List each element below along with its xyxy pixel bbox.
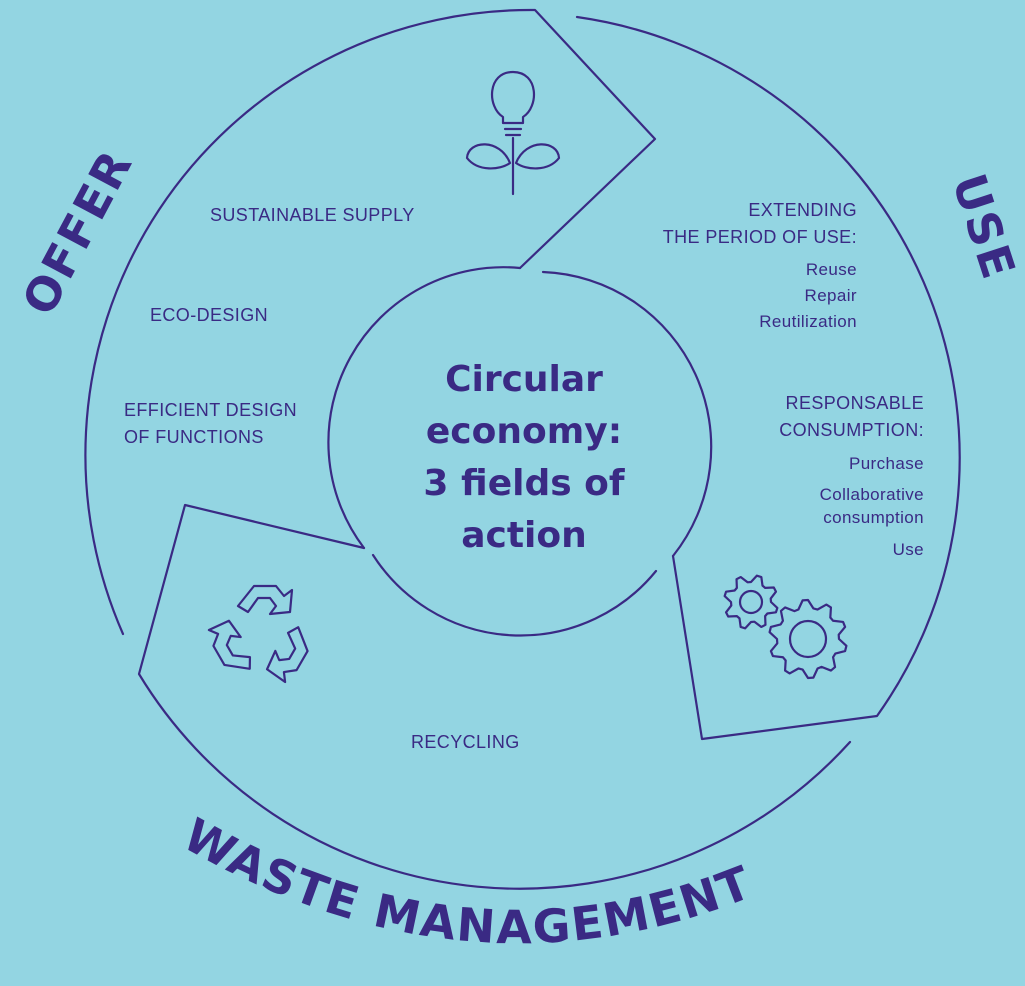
waste-arc (137, 503, 852, 890)
offer-item-of-functions: OF FUNCTIONS (124, 427, 264, 447)
gear-teeth (768, 598, 848, 680)
lightbulb-plant-icon (465, 70, 561, 196)
waste-item-recycling: RECYCLING (411, 732, 520, 752)
heading-line: RESPONSABLE (785, 393, 924, 413)
center-title: Circular economy: 3 fields of action (392, 354, 656, 562)
list-item: consumption (823, 508, 924, 527)
use-responsible-heading: RESPONSABLE CONSUMPTION: (779, 390, 924, 444)
svg-text:WASTE MANAGEMENT: WASTE MANAGEMENT (175, 808, 760, 955)
center-title-line: 3 fields of (423, 463, 625, 504)
heading-line: THE PERIOD OF USE: (662, 227, 857, 247)
list-item: Repair (804, 286, 857, 305)
offer-arc (84, 8, 657, 636)
offer-item-sustainable-supply: SUSTAINABLE SUPPLY (210, 205, 415, 225)
use-item-collaborative: Collaborative consumption (820, 483, 924, 529)
list-item: Reutilization (759, 312, 857, 331)
offer-item-eco-design: ECO-DESIGN (150, 305, 269, 325)
gear-teeth (723, 574, 779, 630)
inner-arc-left (327, 266, 522, 550)
waste-title: WASTE MANAGEMENT (175, 808, 758, 955)
center-title-line: Circular (445, 359, 603, 400)
offer-item-efficient-design: EFFICIENT DESIGN (124, 400, 298, 420)
use-extending-items: Reuse Repair Reutilization (759, 257, 857, 335)
inner-arc-right (541, 270, 713, 558)
recycle-icon (204, 584, 317, 686)
list-item: Reuse (805, 260, 857, 279)
gears-icon (723, 574, 848, 680)
use-item-purchase: Purchase (848, 454, 924, 473)
inner-arc-bottom (371, 553, 658, 637)
heading-line: EXTENDING (748, 200, 857, 220)
use-extending-heading: EXTENDING THE PERIOD OF USE: (663, 197, 857, 251)
use-arc (575, 15, 961, 741)
center-title-line: action (461, 515, 587, 556)
use-item-use: Use (892, 540, 924, 559)
center-title-line: economy: (425, 411, 623, 452)
list-item: Collaborative (819, 485, 924, 504)
heading-line: CONSUMPTION: (779, 420, 924, 440)
